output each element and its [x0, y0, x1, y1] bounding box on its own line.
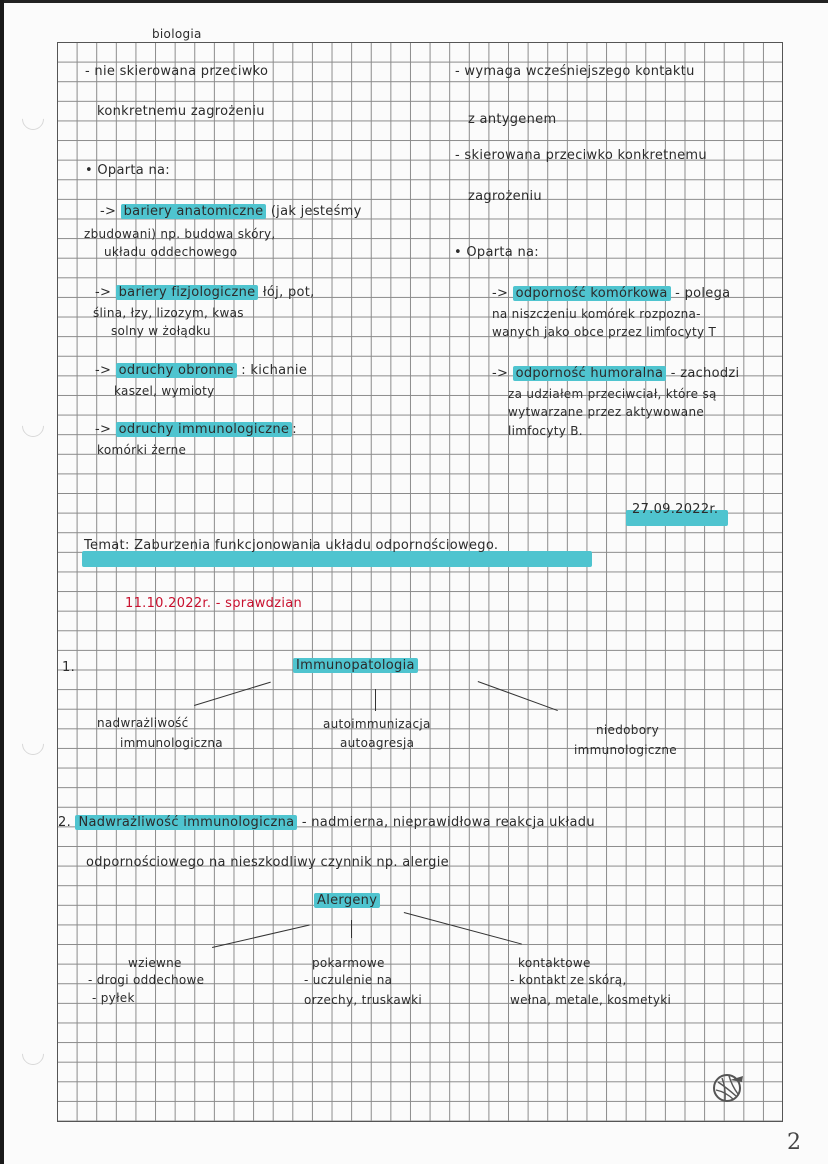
highlighted-term: odporność humoralna	[512, 366, 667, 381]
diagram1-number: 1.	[62, 660, 76, 675]
arrow-icon: ->	[95, 422, 112, 437]
left-based-on: • Oparta na:	[85, 163, 170, 178]
left-line-2: konkretnemu zagrożeniu	[97, 104, 265, 119]
section2-definition: 2. Nadwrażliwość immunologiczna - nadmie…	[58, 815, 595, 830]
highlighted-term: odporność komórkowa	[512, 286, 671, 301]
right-item-1-desc3: wanych jako obce przez limfocyty T	[492, 325, 717, 339]
right-based-on: • Oparta na:	[454, 245, 539, 260]
right-item-2-desc2: za udziałem przeciwciał, które są	[508, 387, 717, 401]
subject-header: biologia	[152, 27, 202, 41]
diagram1-root: Immunopatologia	[293, 658, 418, 674]
left-item-3: -> odruchy obronne : kichanie	[95, 363, 308, 378]
diagram1-branch-3-line2: immunologiczne	[574, 743, 677, 757]
diagram1-branch-2-line1: autoimmunizacja	[323, 717, 431, 731]
highlighted-term: bariery fizjologiczne	[115, 285, 259, 300]
diagram2-branch-1-item: - drogi oddechowe	[88, 973, 205, 987]
highlighted-term: odruchy immunologiczne	[115, 422, 293, 437]
diagram1-branch-1-line2: immunologiczna	[120, 736, 223, 750]
right-item-1: -> odporność komórkowa - polega	[492, 286, 731, 301]
scan-left-edge	[0, 0, 4, 1164]
left-item-1-desc2: zbudowani) np. budowa skóry,	[84, 227, 276, 241]
test-date-note: 11.10.2022r. - sprawdzian	[125, 596, 303, 611]
diagram1-branch-3-line1: niedobory	[596, 723, 659, 737]
section2-desc2: odpornościowego na nieszkodliwy czynnik …	[86, 855, 449, 870]
left-item-1: -> bariery anatomiczne (jak jesteśmy	[100, 204, 362, 219]
diagram2-branch-1-item: - pyłek	[92, 991, 135, 1005]
diagram2-branch-3-item: wełna, metale, kosmetyki	[510, 993, 672, 1007]
diagram2-branch-1-title: wziewne	[128, 956, 182, 970]
diagram1-branch-2-line2: autoagresja	[340, 736, 415, 750]
topic-highlight	[82, 551, 592, 567]
scan-top-edge	[0, 0, 828, 3]
page-number: 2	[787, 1130, 801, 1155]
punch-hole-icon	[17, 1038, 49, 1070]
highlighted-term: odruchy obronne	[115, 363, 237, 378]
right-line-4: zagrożeniu	[468, 189, 542, 204]
right-line-2: z antygenem	[468, 112, 557, 127]
left-item-4-desc2: komórki żerne	[97, 443, 187, 457]
arrow-icon: ->	[100, 204, 117, 219]
arrow-icon: ->	[95, 363, 112, 378]
branch-line	[374, 689, 376, 711]
grid-paper	[57, 42, 783, 1122]
punch-hole-icon	[17, 103, 49, 135]
right-line-1: - wymaga wcześniejszego kontaktu	[455, 64, 695, 79]
left-item-4: -> odruchy immunologiczne:	[95, 422, 297, 437]
arrow-icon: ->	[492, 286, 509, 301]
punch-hole-icon	[17, 728, 49, 760]
left-line-1: - nie skierowana przeciwko	[85, 64, 269, 79]
lesson-topic: Temat: Zaburzenia funkcjonowania układu …	[84, 538, 499, 553]
diagram2-branch-2-item: orzechy, truskawki	[304, 993, 422, 1007]
globe-logo-icon	[713, 1074, 743, 1102]
right-item-2: -> odporność humoralna - zachodzi	[492, 366, 740, 381]
right-line-3: - skierowana przeciwko konkretnemu	[455, 148, 707, 163]
diagram2-branch-2-item: - uczulenie na	[304, 973, 393, 987]
right-item-1-desc2: na niszczeniu komórek rozpozna-	[492, 307, 701, 321]
diagram2-branch-3-title: kontaktowe	[518, 956, 591, 970]
right-item-2-desc3: wytwarzane przez aktywowane	[508, 405, 705, 419]
branch-line	[350, 920, 352, 938]
left-item-2: -> bariery fizjologiczne łój, pot,	[95, 285, 315, 300]
arrow-icon: ->	[95, 285, 112, 300]
diagram2-branch-2-title: pokarmowe	[312, 956, 385, 970]
left-item-2-desc2: ślina, łzy, lizozym, kwas	[93, 306, 244, 320]
arrow-icon: ->	[492, 366, 509, 381]
left-item-3-desc2: kaszel, wymioty	[114, 384, 215, 398]
highlighted-term: Nadwrażliwość immunologiczna	[75, 815, 298, 830]
diagram2-root: Alergeny	[314, 893, 381, 909]
left-item-2-desc3: solny w żołądku	[111, 324, 211, 338]
highlighted-term: bariery anatomiczne	[120, 204, 267, 219]
diagram1-branch-1-line1: nadwrażliwość	[97, 716, 189, 730]
left-item-1-desc3: układu oddechowego	[104, 245, 238, 259]
punch-hole-icon	[17, 410, 49, 442]
date-highlight	[626, 510, 728, 526]
right-item-2-desc4: limfocyty B.	[508, 424, 583, 438]
diagram2-branch-3-item: - kontakt ze skórą,	[510, 973, 627, 987]
lesson-date: 27.09.2022r.	[632, 502, 719, 517]
